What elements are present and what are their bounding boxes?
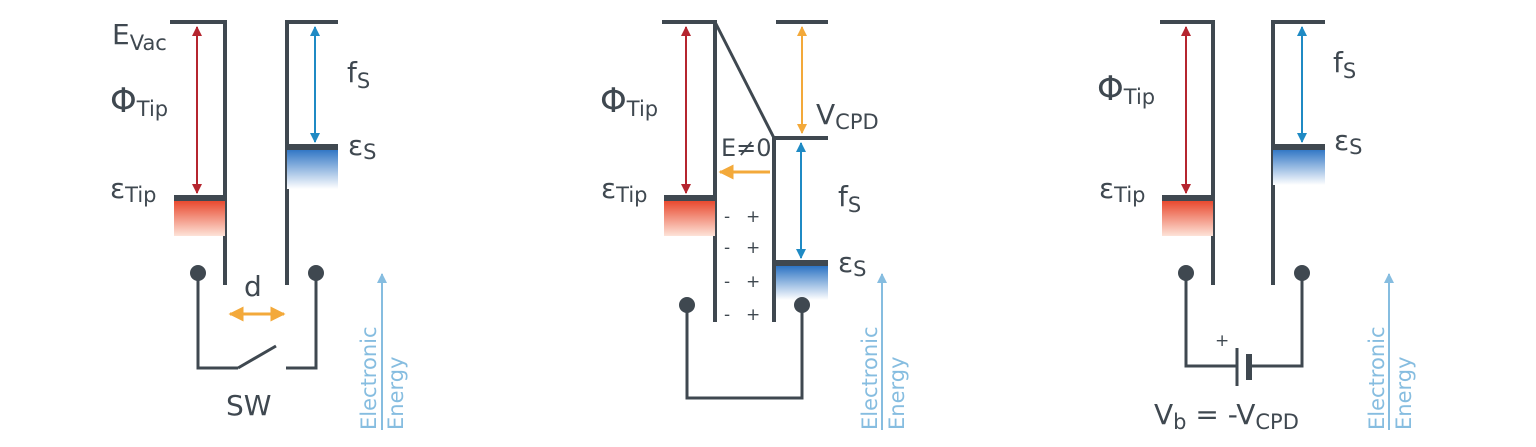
energy-axis-label-2: Energy (384, 356, 408, 430)
switch-blade (237, 344, 277, 370)
eps-tip-label: εTip (110, 172, 157, 207)
charge-plus-3: + (746, 272, 760, 292)
charge-plus-4: + (746, 305, 760, 325)
battery-plus-label: + (1215, 331, 1229, 351)
eps-tip-label: εTip (1099, 172, 1146, 207)
vacuum-slope (713, 21, 776, 139)
f-sample-label: fS (1333, 46, 1356, 83)
tip-fermi-fill (174, 200, 225, 236)
phi-tip-label: ΦTip (1097, 69, 1155, 109)
sample-fermi-fill (1273, 149, 1325, 185)
energy-axis-label-2: Energy (1392, 356, 1416, 430)
panel-3-compensated: ΦTip εTip fS εS + Vb = -VCPD Electronic … (1097, 20, 1416, 434)
circuit-wire-left (1184, 273, 1237, 368)
f-sample-label: fS (838, 180, 861, 217)
panel-1-separated: EVac ΦTip εTip fS εS d SW Electronic Ene… (110, 18, 408, 430)
circuit-wire-right (286, 273, 318, 370)
sample-outline (1271, 20, 1325, 285)
sample-fermi-fill (287, 149, 338, 189)
tip-outline (662, 20, 717, 322)
gap-label: d (244, 270, 262, 303)
tip-fermi-fill (664, 200, 715, 236)
tip-fermi-fill (1162, 200, 1213, 236)
vcpd-label: VCPD (816, 98, 879, 134)
phi-tip-label: ΦTip (110, 81, 168, 121)
phi-tip-label: ΦTip (600, 81, 658, 121)
energy-axis-label-1: Electronic (1365, 326, 1389, 430)
sample-outline (285, 20, 338, 285)
vacuum-level-label: EVac (112, 18, 167, 55)
charge-minus-3: - (724, 272, 730, 292)
charge-minus-2: - (724, 238, 730, 258)
bias-label: Vb = -VCPD (1154, 398, 1299, 434)
field-label: E≠0 (721, 134, 772, 162)
energy-axis-label-1: Electronic (858, 326, 882, 430)
energy-axis-label-2: Energy (885, 356, 909, 430)
battery-short-plate (1246, 354, 1252, 380)
eps-sample-label: εS (348, 129, 376, 164)
circuit-wire (685, 305, 804, 400)
circuit-wire-left (196, 273, 238, 370)
eps-tip-label: εTip (601, 172, 648, 207)
charge-minus-1: - (724, 207, 730, 227)
eps-sample-label: εS (838, 246, 866, 281)
charge-minus-4: - (724, 305, 730, 325)
switch-label: SW (226, 389, 271, 422)
energy-axis-label-1: Electronic (357, 326, 381, 430)
f-sample-label: fS (347, 56, 370, 93)
eps-sample-label: εS (1334, 124, 1362, 159)
circuit-wire-right (1252, 273, 1304, 368)
charge-plus-1: + (746, 207, 760, 227)
sample-fermi-fill (776, 266, 828, 300)
panel-2-contact: - + - + - + - + ΦTip εTip VCPD E≠0 fS εS… (600, 20, 909, 430)
charge-plus-2: + (746, 238, 760, 258)
sample-outline (772, 136, 828, 322)
